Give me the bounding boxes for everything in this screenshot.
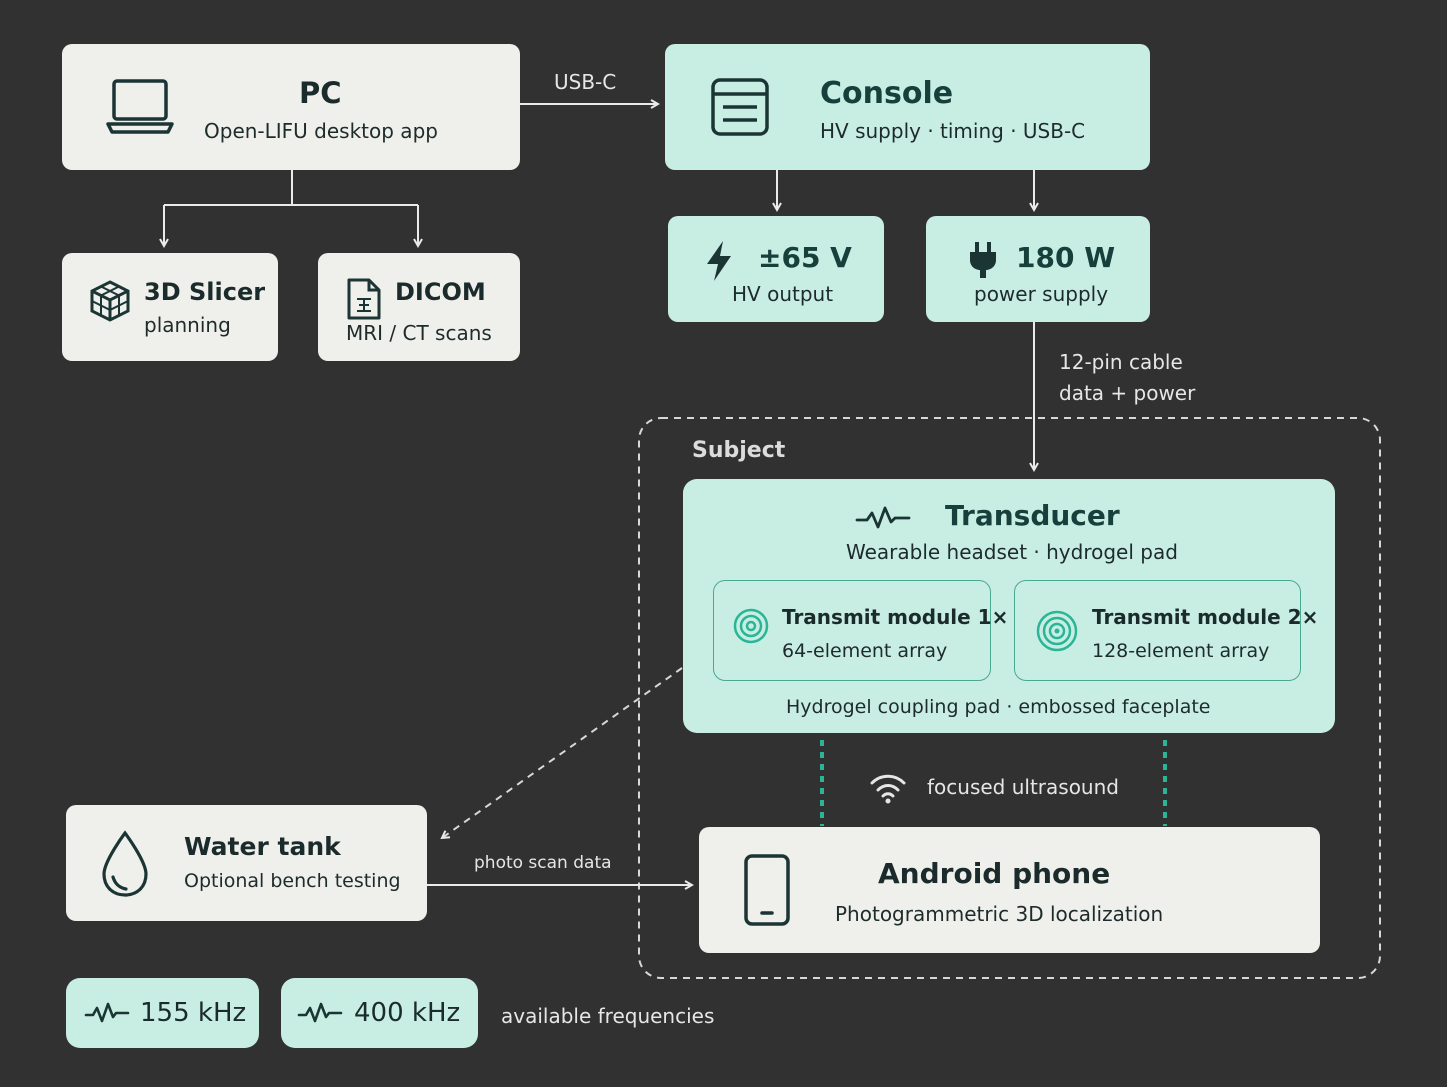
cable-label-line2: data + power (1059, 381, 1196, 405)
subject-label: Subject (692, 438, 786, 463)
droplet-icon (102, 830, 148, 897)
usb-link-label: USB-C (554, 70, 617, 94)
console-node[interactable]: Console HV supply · timing · USB-C (665, 44, 1150, 170)
ultrasound-label: focused ultrasound (927, 775, 1119, 799)
target-icon (733, 608, 769, 644)
power-subtitle: power supply (974, 282, 1109, 306)
transmit-module-1[interactable]: Transmit module 1× 64-element array (713, 580, 1008, 681)
console-title: Console (820, 76, 954, 111)
module-2-title: Transmit module 2× (1092, 605, 1319, 629)
waveform-icon (84, 1002, 130, 1023)
frequency-400-label: 400 kHz (354, 998, 461, 1028)
dicom-subtitle: MRI / CT scans (346, 321, 492, 345)
cube-icon (90, 280, 130, 322)
power-title: 180 W (1016, 241, 1116, 274)
arrow-pc-split (163, 170, 419, 246)
module-2-subtitle: 128-element array (1092, 640, 1270, 662)
arrow-transducer-water (442, 667, 683, 838)
console-icon (711, 78, 769, 136)
target-icon (1036, 610, 1078, 652)
module-1-title: Transmit module 1× (782, 605, 1009, 629)
document-icon (347, 278, 381, 320)
laptop-icon (106, 79, 174, 134)
transducer-subtitle: Wearable headset · hydrogel pad (846, 540, 1178, 564)
pc-node[interactable]: PC Open-LIFU desktop app (62, 44, 520, 170)
slicer-node[interactable]: 3D Slicer planning (62, 253, 278, 361)
phone-icon (744, 854, 790, 926)
cable-label-line1: 12-pin cable (1059, 350, 1183, 374)
frequencies-label: available frequencies (501, 1004, 715, 1028)
subject-region (638, 417, 1381, 979)
frequency-155-label: 155 kHz (140, 998, 247, 1028)
waveform-icon (855, 506, 911, 529)
plug-icon (970, 242, 996, 278)
transducer-node[interactable]: Transducer Wearable headset · hydrogel p… (683, 479, 1335, 733)
transducer-footer: Hydrogel coupling pad · embossed facepla… (786, 696, 1211, 718)
phone-title: Android phone (878, 857, 1111, 890)
frequency-400-badge[interactable]: 400 kHz (281, 978, 478, 1048)
waveform-icon (297, 1002, 343, 1023)
transducer-title: Transducer (945, 499, 1120, 532)
hv-title: ±65 V (758, 241, 852, 274)
photo-link-label: photo scan data (474, 853, 612, 873)
water-tank-subtitle: Optional bench testing (184, 870, 401, 892)
slicer-subtitle: planning (144, 313, 231, 337)
console-subtitle: HV supply · timing · USB-C (820, 119, 1086, 143)
frequency-155-badge[interactable]: 155 kHz (66, 978, 259, 1048)
power-node[interactable]: 180 W power supply (926, 216, 1150, 322)
transmit-module-2[interactable]: Transmit module 2× 128-element array (1014, 580, 1318, 681)
phone-subtitle: Photogrammetric 3D localization (835, 902, 1164, 926)
pc-title: PC (299, 76, 342, 110)
pc-subtitle: Open-LIFU desktop app (204, 119, 438, 143)
water-tank-node[interactable]: Water tank Optional bench testing (66, 805, 427, 921)
module-1-subtitle: 64-element array (782, 640, 948, 662)
dicom-node[interactable]: DICOM MRI / CT scans (318, 253, 520, 361)
slicer-title: 3D Slicer (144, 278, 266, 306)
lightning-icon (707, 241, 731, 281)
dicom-title: DICOM (395, 278, 486, 306)
water-tank-title: Water tank (184, 832, 341, 861)
hv-subtitle: HV output (732, 282, 834, 306)
android-phone-node[interactable]: Android phone Photogrammetric 3D localiz… (699, 827, 1320, 953)
hv-node[interactable]: ±65 V HV output (668, 216, 884, 322)
wifi-icon (870, 774, 906, 804)
